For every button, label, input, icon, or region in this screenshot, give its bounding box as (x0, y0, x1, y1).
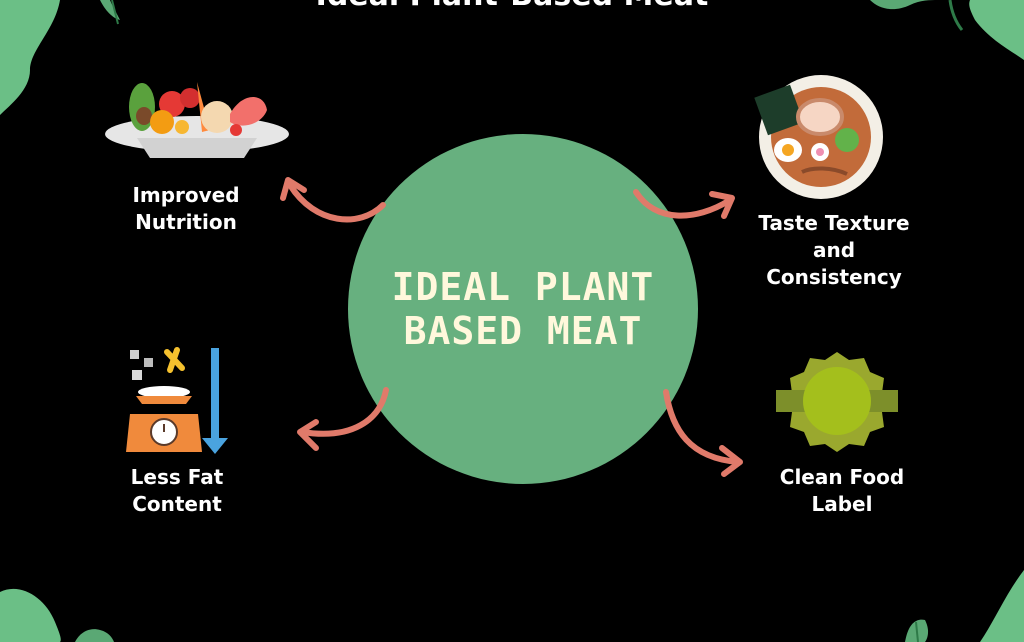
node-label-line: Nutrition (135, 210, 237, 234)
node-label-line: and (812, 238, 856, 262)
leaf-decoration-top-left-icon (0, 0, 120, 115)
node-label-line: Taste Texture (758, 211, 910, 235)
badge-label-icon (776, 352, 898, 452)
node-label-line: Consistency (766, 265, 902, 289)
central-concept-line: BASED MEAT (403, 309, 643, 353)
diagram-title: Ideal Plant-Based Meat (0, 0, 1024, 13)
ramen-bowl-icon (754, 75, 883, 199)
node-label-taste-texture: Taste Texture and Consistency (740, 210, 928, 291)
central-concept-line: IDEAL PLANT (391, 265, 655, 309)
node-label-line: Improved (132, 183, 240, 207)
node-label-line: Content (132, 492, 222, 516)
arrow-to-taste-texture-icon (633, 189, 735, 219)
central-concept-text: IDEAL PLANT BASED MEAT (373, 265, 673, 353)
leaf-decoration-top-right-icon (870, 0, 1024, 60)
leaf-decoration-bottom-right-icon (905, 570, 1024, 642)
arrow-to-improved-nutrition-icon (280, 177, 386, 223)
node-label-line: Label (811, 492, 873, 516)
weighing-scale-icon (126, 347, 228, 454)
leaf-decoration-bottom-left-icon (0, 588, 114, 642)
arrow-to-less-fat-icon (297, 387, 389, 451)
node-label-line: Less Fat (130, 465, 224, 489)
node-label-clean-label: Clean Food Label (756, 464, 928, 518)
arrow-to-clean-label-icon (663, 389, 743, 477)
node-label-improved-nutrition: Improved Nutrition (96, 182, 276, 236)
food-platter-icon (105, 82, 289, 158)
node-label-less-fat: Less Fat Content (92, 464, 262, 518)
node-label-line: Clean Food (779, 465, 905, 489)
